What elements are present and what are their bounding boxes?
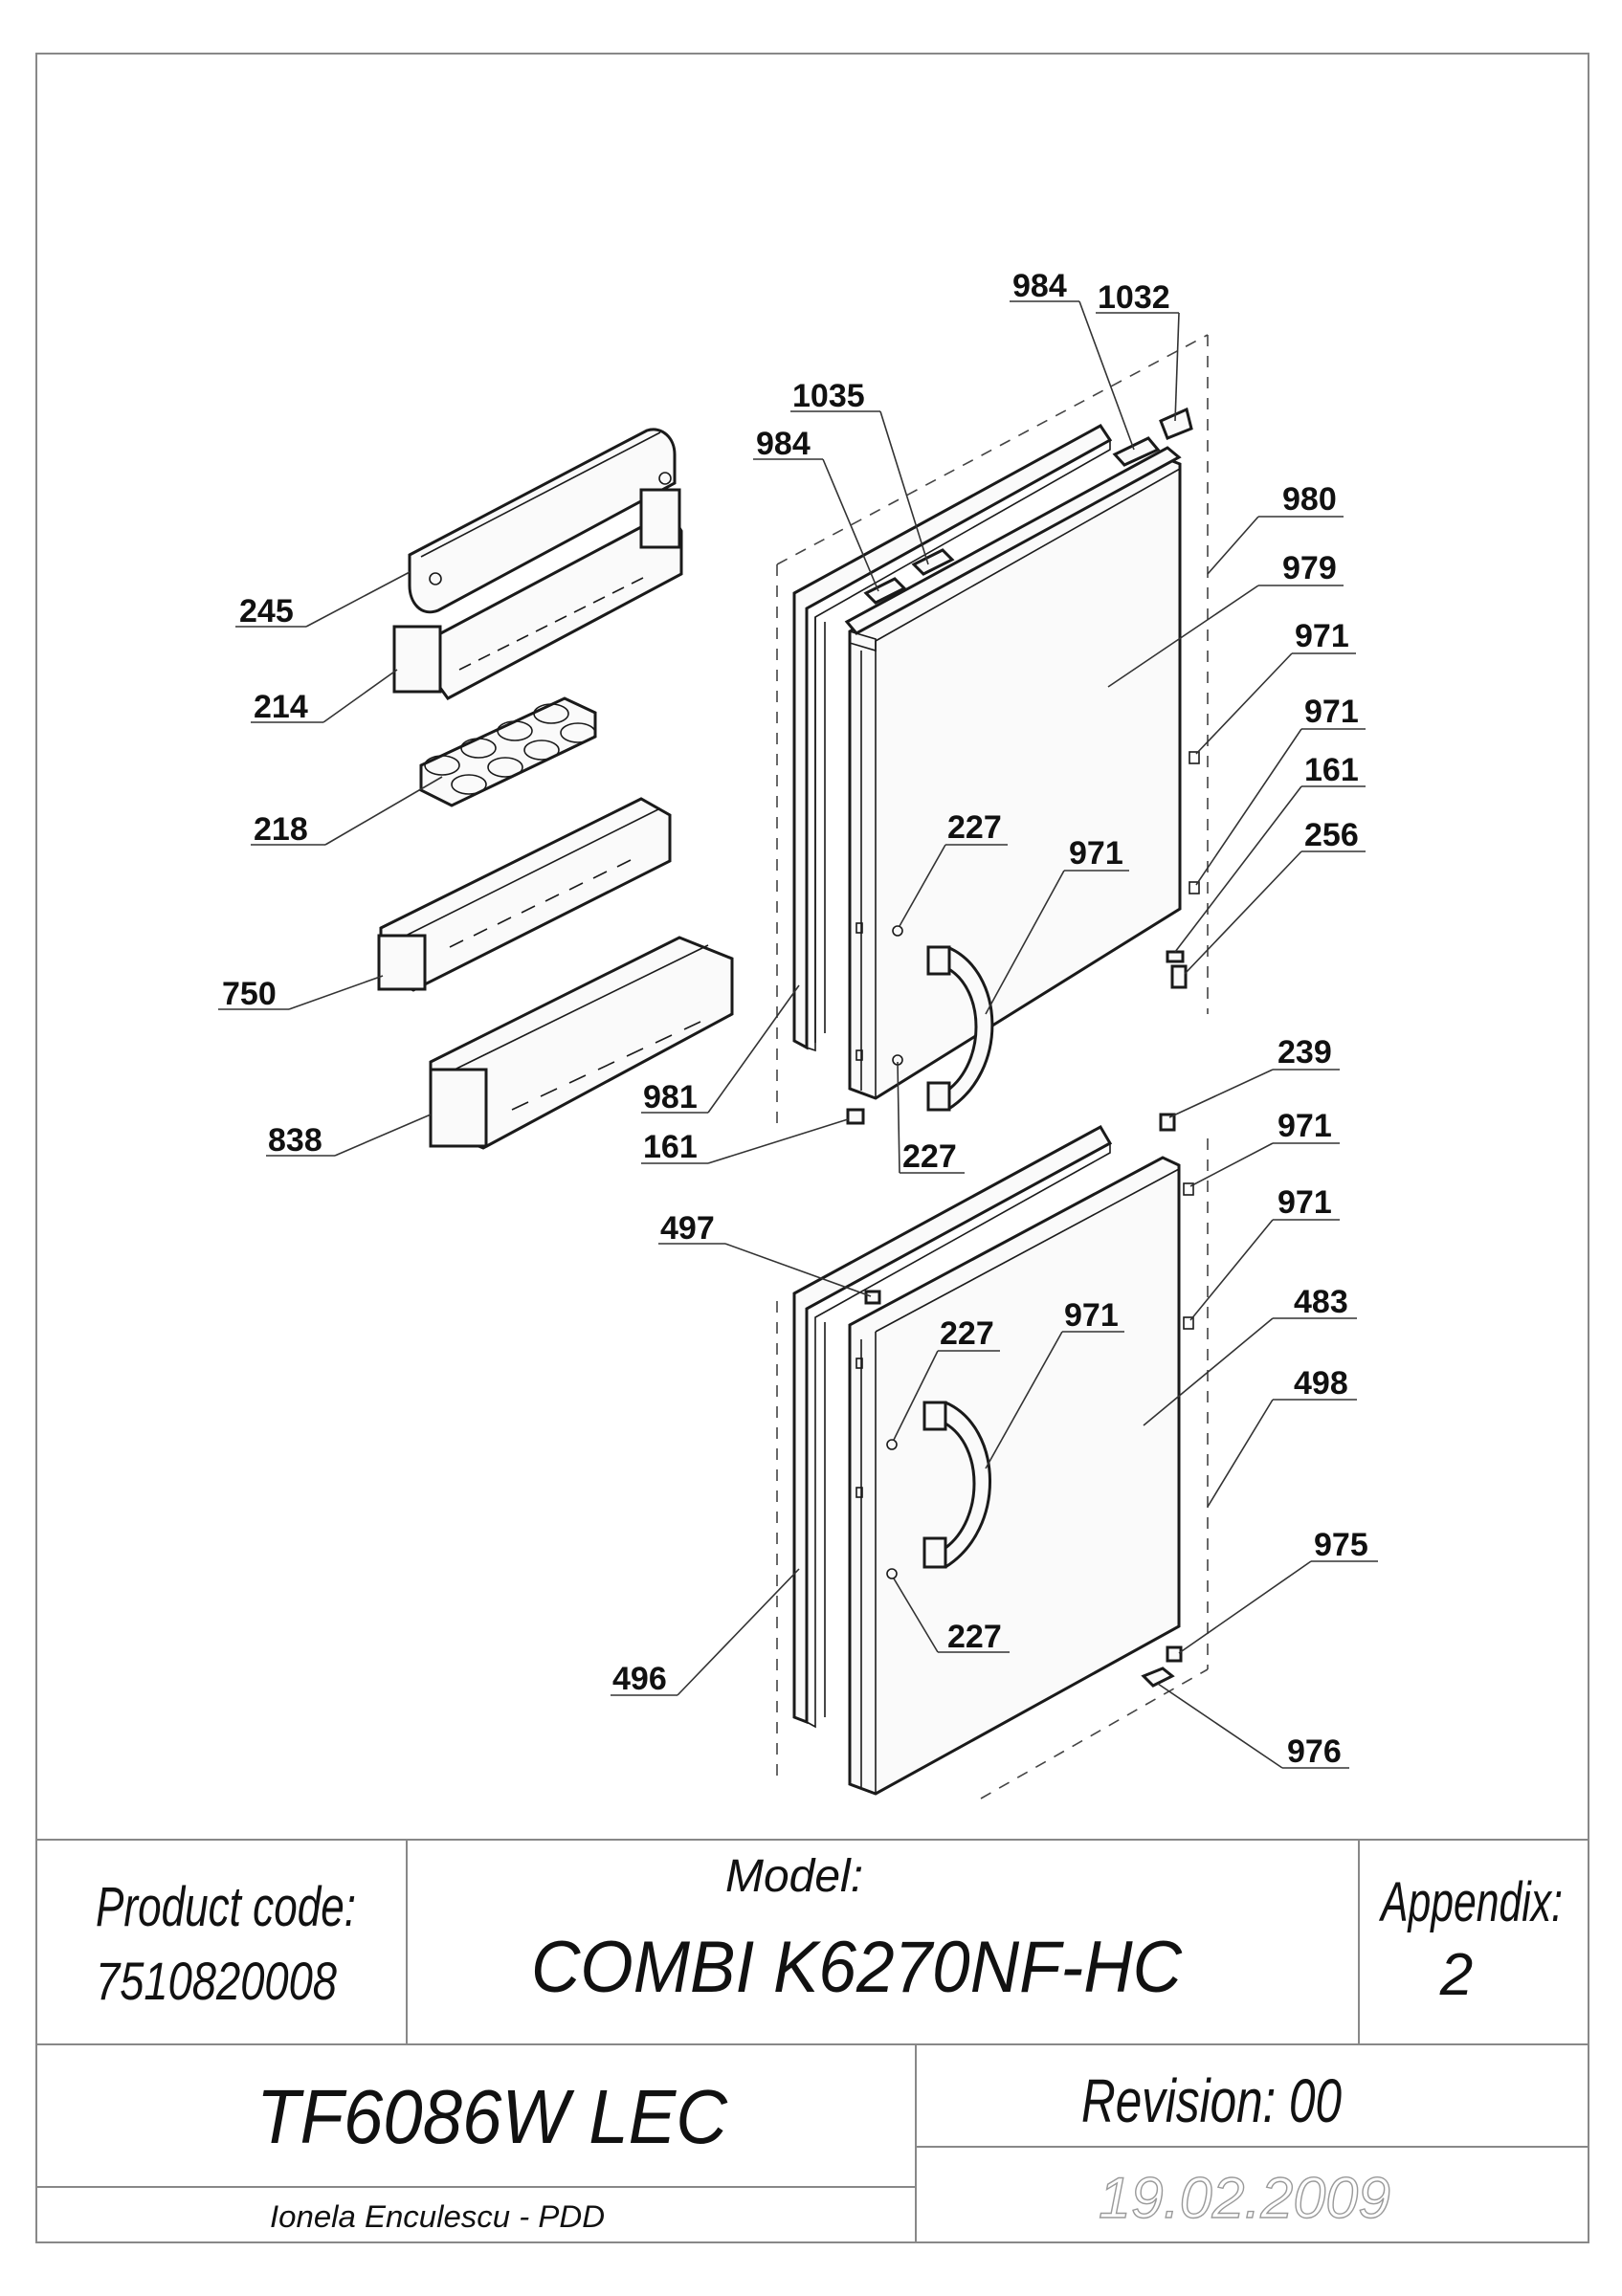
part-labels: 984 1032 1035 984 980 979 245 971 214 97… <box>222 268 1368 1770</box>
appendix-label: Appendix: <box>1379 1871 1563 1933</box>
part-label: 496 <box>612 1661 667 1697</box>
part-label: 750 <box>222 976 277 1012</box>
model-value: COMBI K6270NF-HC <box>531 1927 1183 2008</box>
part-label: 979 <box>1282 550 1337 586</box>
part-label: 239 <box>1278 1034 1332 1071</box>
upper-door-fittings <box>846 407 1200 1125</box>
part-label: 497 <box>660 1210 715 1247</box>
lower-door-panel <box>848 1156 1181 1796</box>
part-label: 256 <box>1304 817 1359 853</box>
part-label: 483 <box>1294 1284 1348 1320</box>
revision-date: 19.02.2009 <box>1099 2166 1390 2230</box>
part-label: 218 <box>254 811 308 848</box>
drawing-code: TF6086W LEC <box>256 2074 728 2159</box>
part-label: 245 <box>239 593 294 629</box>
part-label: 980 <box>1282 481 1337 518</box>
appendix-value: 2 <box>1439 1942 1473 2008</box>
upper-door-gasket <box>792 424 1113 1052</box>
part-label: 214 <box>254 689 308 725</box>
egg-tray-218 <box>419 696 597 807</box>
part-label: 971 <box>1304 694 1359 730</box>
part-label: 981 <box>643 1079 698 1115</box>
lower-door-handle <box>922 1401 991 1569</box>
model-label: Model: <box>725 1851 863 1902</box>
product-code-label: Product code: <box>96 1876 356 1938</box>
part-label: 975 <box>1314 1527 1368 1563</box>
lower-door-gasket <box>792 1124 1113 1729</box>
upper-door-panel <box>844 446 1182 1100</box>
part-label: 227 <box>947 1619 1002 1655</box>
lower-door-fittings <box>855 1113 1194 1688</box>
door-bin-750 <box>377 797 672 992</box>
door-bin-838 <box>429 936 734 1150</box>
shelf-lid-245 <box>408 428 677 614</box>
part-label: 161 <box>1304 752 1359 788</box>
part-label: 976 <box>1287 1733 1342 1770</box>
revision: Revision: 00 <box>1081 2066 1342 2135</box>
part-label: 1035 <box>792 378 865 414</box>
title-block: Product code: 7510820008 Model: COMBI K6… <box>36 1839 1589 2242</box>
part-label: 984 <box>1012 268 1067 304</box>
part-label: 971 <box>1278 1108 1332 1144</box>
part-label: 971 <box>1064 1297 1119 1334</box>
part-label: 984 <box>756 426 811 462</box>
part-label: 1032 <box>1098 279 1170 316</box>
part-label: 161 <box>643 1129 698 1165</box>
leader-lines <box>218 300 1378 1769</box>
part-label: 971 <box>1295 618 1349 654</box>
sheet-frame <box>35 53 1589 2243</box>
product-code-value: 7510820008 <box>96 1951 337 2011</box>
part-label: 227 <box>902 1138 957 1175</box>
part-label: 971 <box>1069 835 1123 872</box>
part-label: 971 <box>1278 1184 1332 1221</box>
upper-door-handle <box>926 945 994 1112</box>
part-label: 498 <box>1294 1365 1348 1402</box>
part-label: 838 <box>268 1122 322 1159</box>
author: Ionela Enculescu - PDD <box>270 2199 605 2234</box>
part-label: 227 <box>947 809 1002 846</box>
part-label: 227 <box>940 1315 994 1352</box>
tray-214 <box>392 488 683 700</box>
